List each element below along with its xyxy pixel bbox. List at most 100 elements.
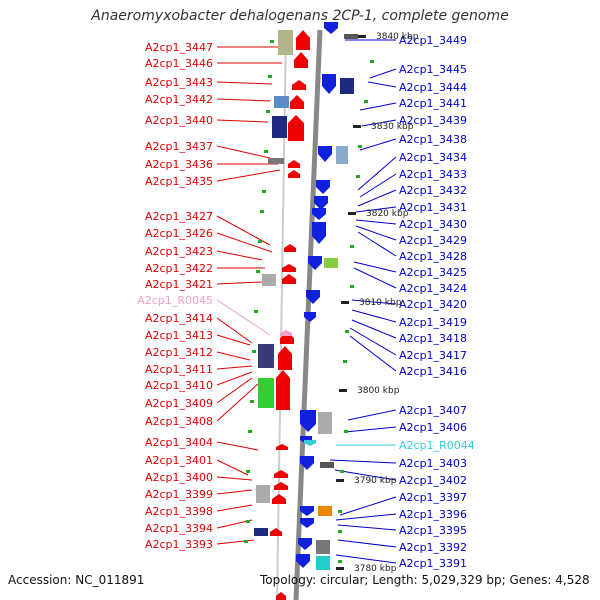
minor-tick-mark [370, 60, 374, 63]
left-leader-line [216, 459, 249, 476]
left-gene-label: A2cp1_3399 [145, 488, 213, 501]
left-leader-line [216, 441, 259, 451]
minor-tick-mark [250, 400, 254, 403]
forward-gene-arrow [276, 592, 286, 600]
left-gene-label: A2cp1_3409 [145, 397, 213, 410]
minor-tick-mark [358, 145, 362, 148]
left-leader-line [216, 98, 271, 102]
gene-cog-box [318, 506, 332, 516]
left-leader-line [216, 504, 253, 512]
minor-tick-mark [350, 245, 354, 248]
scale-tick-mark [336, 567, 344, 570]
forward-gene-arrow [274, 482, 288, 490]
forward-gene-arrow [278, 346, 292, 370]
right-leader-line [344, 426, 397, 433]
scale-tick-label: 3780 kbp [354, 564, 397, 574]
minor-tick-mark [266, 110, 270, 113]
right-leader-line [329, 459, 397, 464]
left-gene-label: A2cp1_3412 [145, 346, 213, 359]
right-leader-line [349, 327, 397, 356]
right-gene-label: A2cp1_3438 [399, 133, 467, 146]
left-gene-label: A2cp1_3400 [145, 471, 213, 484]
genome-summary-text: Topology: circular; Length: 5,029,329 bp… [260, 573, 590, 587]
scale-tick-mark [353, 125, 361, 128]
left-gene-label: A2cp1_3398 [145, 505, 213, 518]
gene-cog-box [316, 540, 330, 554]
scale-tick-mark [358, 35, 366, 38]
right-leader-line [357, 189, 397, 207]
left-leader-line [216, 365, 253, 370]
reverse-gene-arrow [300, 410, 316, 432]
left-gene-label: A2cp1_3440 [145, 114, 213, 127]
right-leader-line [355, 219, 397, 225]
right-gene-label: A2cp1_3428 [399, 250, 467, 263]
left-leader-line [216, 215, 271, 246]
right-gene-label: A2cp1_3392 [399, 541, 467, 554]
scale-tick-label: 3800 kbp [357, 386, 400, 396]
right-leader-line [351, 299, 397, 305]
left-gene-label: A2cp1_3447 [145, 41, 213, 54]
right-gene-label: A2cp1_3449 [399, 34, 467, 47]
minor-tick-mark [338, 510, 342, 513]
right-gene-label: A2cp1_3431 [399, 201, 467, 214]
forward-gene-arrow [292, 80, 306, 90]
reverse-gene-arrow [318, 146, 332, 162]
left-gene-label: A2cp1_3410 [145, 379, 213, 392]
right-gene-label: A2cp1_R0044 [399, 439, 475, 452]
right-gene-label: A2cp1_3434 [399, 151, 467, 164]
right-leader-line [355, 206, 397, 213]
left-leader-line [216, 81, 273, 85]
gene-cog-box [344, 34, 358, 39]
gene-cog-box [268, 158, 284, 164]
minor-tick-mark [258, 240, 262, 243]
forward-gene-arrow [288, 160, 300, 168]
reverse-gene-arrow [300, 456, 314, 470]
reverse-gene-arrow [304, 312, 316, 322]
rna-gene-arrow [304, 440, 316, 446]
minor-tick-mark [364, 100, 368, 103]
scale-tick-label: 3830 kbp [371, 122, 414, 132]
reverse-gene-arrow [300, 518, 314, 528]
rna-gene-arrow [280, 330, 292, 336]
right-gene-label: A2cp1_3433 [399, 168, 467, 181]
minor-tick-mark [268, 75, 272, 78]
gene-cog-box [258, 344, 274, 368]
forward-gene-arrow [282, 264, 296, 272]
minor-tick-mark [338, 530, 342, 533]
right-gene-label: A2cp1_3432 [399, 184, 467, 197]
gene-cog-box [256, 485, 270, 503]
minor-tick-mark [256, 270, 260, 273]
reverse-gene-arrow [316, 180, 330, 194]
minor-tick-mark [345, 330, 349, 333]
left-leader-line [216, 281, 263, 285]
right-gene-label: A2cp1_3430 [399, 218, 467, 231]
left-gene-label: A2cp1_R0045 [137, 294, 213, 307]
right-leader-line [357, 231, 397, 257]
right-leader-line [335, 554, 397, 564]
minor-tick-mark [252, 350, 256, 353]
gene-cog-box [262, 274, 276, 286]
right-leader-line [349, 335, 397, 372]
left-leader-line [216, 377, 253, 404]
left-leader-line [216, 371, 253, 386]
scale-tick-mark [341, 301, 349, 304]
right-leader-line [351, 309, 397, 323]
left-leader-line [216, 169, 281, 182]
gene-cog-box [320, 462, 334, 468]
left-leader-line [216, 232, 273, 253]
scale-tick-label: 3820 kbp [366, 209, 409, 219]
forward-gene-arrow [284, 244, 296, 252]
forward-gene-arrow [282, 274, 296, 284]
gene-cog-box [258, 378, 274, 408]
right-leader-line [361, 119, 397, 127]
minor-tick-mark [244, 540, 248, 543]
minor-tick-mark [340, 470, 344, 473]
right-gene-label: A2cp1_3417 [399, 349, 467, 362]
right-gene-label: A2cp1_3425 [399, 266, 467, 279]
left-gene-label: A2cp1_3442 [145, 93, 213, 106]
left-leader-line [216, 317, 253, 344]
right-gene-label: A2cp1_3402 [399, 474, 467, 487]
right-gene-label: A2cp1_3406 [399, 421, 467, 434]
backbone-left-line [276, 29, 287, 600]
